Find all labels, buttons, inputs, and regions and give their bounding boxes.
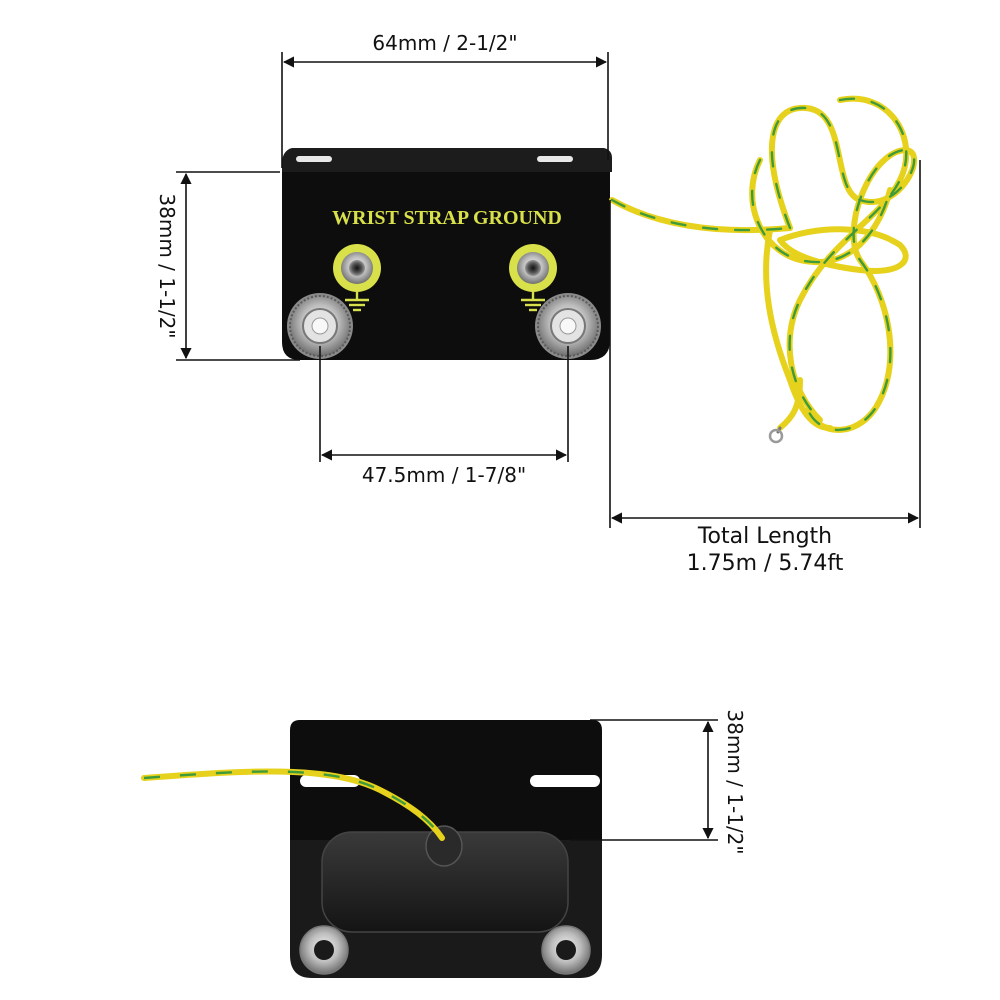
flange-slot-left	[296, 156, 332, 162]
bracket-top-flange	[282, 148, 612, 172]
dim-total-length-value: 1.75m / 5.74ft	[687, 551, 844, 576]
ring-terminal	[768, 426, 784, 444]
banana-socket-right[interactable]	[509, 244, 557, 312]
back-view: 38mm / 1-1/2"	[141, 709, 747, 978]
back-eyelet-right	[541, 925, 591, 975]
dim-total-length-title: Total Length	[697, 524, 832, 549]
dim-width-label: 64mm / 2-1/2"	[372, 31, 517, 55]
back-bracket-plate	[290, 720, 602, 840]
front-view: WRIST STRAP GROUND	[155, 31, 921, 576]
bracket-face	[282, 172, 610, 360]
ground-symbol-icon-right	[521, 292, 545, 312]
snap-stud-right[interactable]	[535, 293, 601, 359]
wrist-strap-label: WRIST STRAP GROUND	[332, 207, 562, 229]
dim-spacing-label: 47.5mm / 1-7/8"	[362, 463, 526, 487]
back-eyelet-left	[299, 925, 349, 975]
cable-grommet	[425, 825, 463, 867]
back-dim-height-label: 38mm / 1-1/2"	[723, 709, 747, 854]
flange-slot-right	[537, 156, 573, 162]
back-cable-stripe	[143, 770, 443, 839]
dimension-lines-front	[176, 52, 921, 528]
snap-stud-left[interactable]	[287, 293, 353, 359]
banana-socket-left[interactable]	[333, 244, 381, 312]
dim-height-label: 38mm / 1-1/2"	[155, 193, 179, 338]
ground-cable-coil	[609, 95, 918, 444]
ground-symbol-icon-left	[345, 292, 369, 312]
back-slot-right	[530, 775, 600, 787]
dimension-lines-back	[570, 719, 718, 841]
